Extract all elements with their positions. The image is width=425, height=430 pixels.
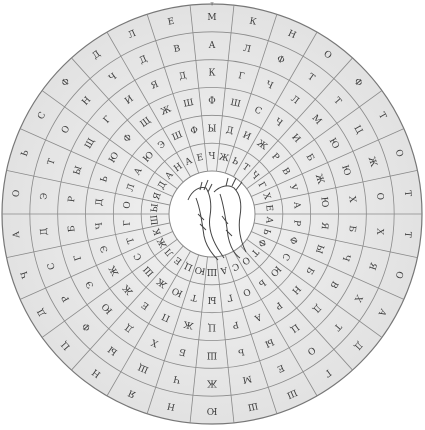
wheel-letter: Ч	[209, 152, 216, 162]
wheel-letter: О	[12, 189, 23, 197]
wheel-letter: А	[263, 216, 274, 224]
wheel-letter: Ш	[229, 98, 241, 110]
wheel-letter: Т	[402, 231, 413, 238]
wheel-letter: Ш	[247, 400, 259, 412]
wheel-letter: Е	[263, 204, 274, 212]
wheel-letter: Ш	[207, 349, 217, 359]
wheel-letter: Ы	[207, 294, 216, 304]
wheel-letter: Ш	[150, 214, 161, 225]
wheel-letter: Ш	[207, 266, 217, 276]
wheel-letter: Ю	[206, 405, 217, 415]
wheel-letter: Ф	[208, 96, 215, 106]
wheel-letter: Ш	[183, 98, 195, 110]
wheel-letter: А	[291, 201, 302, 209]
wheel-letter: Я	[319, 222, 330, 230]
wheel-letter: Ю	[318, 196, 329, 208]
wheel-letter: О	[122, 201, 133, 209]
wheel-letter: Д	[95, 198, 106, 206]
wheel-letter: А	[12, 230, 23, 238]
wheel-letter: А	[209, 41, 216, 51]
wheel-letter: Т	[402, 190, 413, 197]
wheel-letter: Г	[122, 219, 133, 226]
wheel-letter: О	[374, 192, 385, 200]
wheel-letter: Ы	[150, 203, 161, 213]
wheel-letter: Р	[67, 196, 78, 203]
wheel-letter: Ж	[207, 377, 217, 387]
wheel-letter: Р	[291, 219, 302, 226]
wheel-letter: М	[207, 13, 216, 23]
wheel-letter: К	[209, 69, 216, 79]
wheel-letter: Ж	[218, 152, 230, 164]
wheel-letter: Ы	[208, 124, 217, 134]
wheel-letter: Э	[39, 192, 50, 200]
wheel-letter: Ж	[183, 318, 195, 330]
wheel-letter: Ч	[95, 222, 106, 230]
wheel-letter: Д	[39, 227, 50, 235]
wheel-letter: Ц	[208, 322, 216, 332]
